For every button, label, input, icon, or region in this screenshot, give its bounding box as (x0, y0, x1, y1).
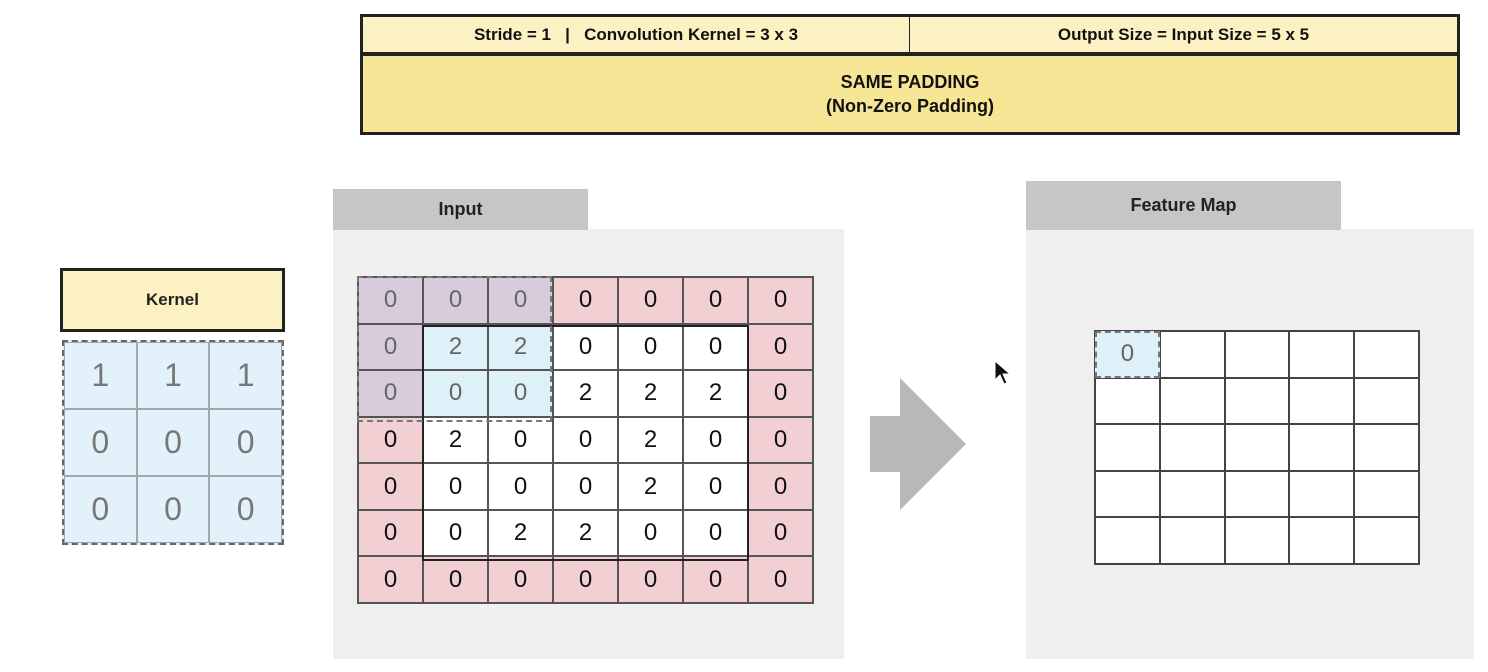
input-padding-cell: 0 (748, 370, 813, 417)
input-cell: 0 (553, 463, 618, 510)
arrow-right-icon (870, 378, 966, 510)
input-padding-cell: 0 (748, 277, 813, 324)
input-padding-cell: 0 (748, 556, 813, 603)
output-size-label: Output Size = Input Size = 5 x 5 (909, 14, 1460, 55)
feature-map-cell (1095, 424, 1160, 471)
kernel-cell: 0 (209, 409, 282, 476)
input-padding-cell: 0 (358, 463, 423, 510)
feature-map-grid: 0 (1094, 330, 1420, 565)
input-cell: 0 (488, 463, 553, 510)
input-cell: 2 (553, 509, 618, 557)
input-cell: 0 (618, 323, 683, 371)
input-padding-cell: 0 (358, 416, 423, 464)
padding-subtitle: (Non-Zero Padding) (826, 96, 994, 116)
kernel-cell: 1 (209, 342, 282, 409)
input-cell: 2 (618, 463, 683, 510)
input-cell: 0 (488, 416, 553, 464)
input-cell: 0 (488, 370, 553, 417)
feature-map-cell (1354, 331, 1419, 378)
mouse-cursor-icon (994, 360, 1012, 385)
feature-map-cell (1289, 470, 1355, 518)
feature-map-cell (1095, 517, 1160, 564)
feature-map-cell (1159, 470, 1225, 518)
kernel-cell: 0 (136, 476, 210, 543)
input-padding-cell: 0 (423, 277, 488, 324)
input-padding-cell: 0 (488, 277, 553, 324)
feature-map-cell (1224, 331, 1290, 378)
input-title: Input (333, 189, 588, 230)
feature-map-cell (1289, 517, 1355, 564)
input-cell: 0 (683, 463, 748, 510)
input-cell: 2 (553, 370, 618, 417)
padding-title-banner: SAME PADDING (Non-Zero Padding) (360, 54, 1460, 135)
input-padding-cell: 0 (748, 463, 813, 510)
input-padding-cell: 0 (618, 556, 683, 603)
kernel-cell: 1 (136, 342, 210, 409)
input-padding-cell: 0 (488, 556, 553, 603)
feature-map-cell (1159, 424, 1225, 471)
kernel-cell: 0 (209, 476, 282, 543)
input-cell: 2 (423, 416, 488, 464)
kernel-title: Kernel (60, 268, 285, 332)
feature-map-cell (1159, 517, 1225, 564)
feature-map-cell (1354, 517, 1419, 564)
feature-map-cell (1354, 377, 1419, 425)
kernel-cell: 0 (136, 409, 210, 476)
padding-title: SAME PADDING (840, 72, 980, 92)
feature-map-cell (1224, 517, 1290, 564)
input-padding-cell: 0 (553, 277, 618, 324)
feature-map-cell (1159, 377, 1225, 425)
input-padding-cell: 0 (358, 277, 423, 324)
feature-map-cell (1289, 424, 1355, 471)
input-padding-cell: 0 (683, 556, 748, 603)
input-cell: 2 (618, 370, 683, 417)
feature-map-cell (1095, 470, 1160, 518)
input-cell: 0 (683, 323, 748, 371)
input-padding-cell: 0 (748, 416, 813, 464)
feature-map-cell (1159, 331, 1225, 378)
input-cell: 0 (553, 323, 618, 371)
input-cell: 0 (423, 370, 488, 417)
input-padding-cell: 0 (358, 323, 423, 371)
kernel-cell: 0 (64, 409, 137, 476)
feature-map-cell (1354, 424, 1419, 471)
input-padding-cell: 0 (618, 277, 683, 324)
input-cell: 0 (423, 509, 488, 557)
input-padding-cell: 0 (748, 509, 813, 557)
input-cell: 0 (423, 463, 488, 510)
input-cell: 0 (683, 509, 748, 557)
input-cell: 2 (683, 370, 748, 417)
kernel-cell: 1 (64, 342, 137, 409)
feature-map-cell (1224, 470, 1290, 518)
input-cell: 2 (488, 509, 553, 557)
input-padding-cell: 0 (358, 556, 423, 603)
feature-map-cell (1289, 377, 1355, 425)
input-cell: 2 (488, 323, 553, 371)
input-padding-cell: 0 (553, 556, 618, 603)
input-padding-cell: 0 (683, 277, 748, 324)
kernel-cell: 0 (64, 476, 137, 543)
input-cell: 0 (618, 509, 683, 557)
feature-map-cell (1095, 377, 1160, 425)
feature-map-cell (1224, 377, 1290, 425)
input-cell: 2 (423, 323, 488, 371)
feature-map-title: Feature Map (1026, 181, 1341, 230)
input-cell: 0 (553, 416, 618, 464)
feature-map-cell (1289, 331, 1355, 378)
feature-map-cell (1224, 424, 1290, 471)
input-cell: 0 (683, 416, 748, 464)
feature-map-cell: 0 (1095, 331, 1160, 378)
input-cell: 2 (618, 416, 683, 464)
input-padding-cell: 0 (423, 556, 488, 603)
input-padding-cell: 0 (358, 370, 423, 417)
feature-map-cell (1354, 470, 1419, 518)
input-padding-cell: 0 (748, 323, 813, 371)
input-padding-cell: 0 (358, 509, 423, 557)
stride-kernel-label: Stride = 1 | Convolution Kernel = 3 x 3 (360, 14, 910, 55)
